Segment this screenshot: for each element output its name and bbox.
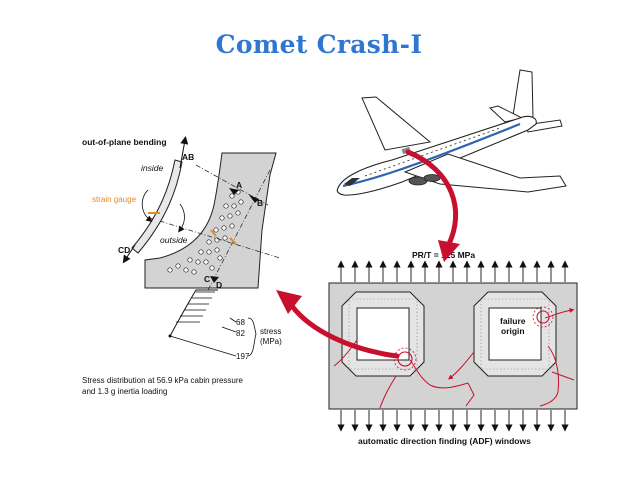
stress-unit-line2: (MPa): [260, 337, 282, 346]
stress-value-68: 68: [236, 318, 245, 327]
failure-origin-line2: origin: [501, 326, 525, 336]
point-b: B: [257, 198, 263, 208]
callout-arrow-panel-to-detail: [289, 303, 400, 359]
stress-distribution-plot: [169, 289, 218, 337]
stress-value-197: 197: [236, 352, 250, 361]
stress-value-82: 82: [236, 329, 245, 338]
tension-arrows-top: [337, 260, 569, 282]
label-strain-gauge: strain gauge: [92, 195, 137, 204]
section-strip: [131, 159, 183, 254]
rivet-holes: [167, 189, 244, 275]
comet-airliner-illustration: [336, 69, 567, 196]
fracture-paths: [333, 307, 575, 409]
label-inside: inside: [141, 163, 163, 173]
skin-plate: [144, 152, 277, 289]
callout-arrowhead-down: [438, 240, 460, 262]
tension-arrows-bottom: [337, 410, 569, 432]
stress-detail-panel: out-of-plane bending AB inside strain ga…: [82, 136, 282, 396]
caption-line1: Stress distribution at 56.9 kPa cabin pr…: [82, 376, 244, 385]
label-cd: CD: [118, 245, 130, 255]
failure-origin-line1: failure: [500, 316, 526, 326]
callout-arrow-plane-to-panel: [405, 149, 459, 249]
point-a: A: [236, 180, 242, 190]
point-c: C: [204, 274, 210, 284]
label-outside: outside: [160, 235, 188, 245]
slide-title: Comet Crash-I: [215, 30, 423, 59]
callout-arrowhead-left: [276, 290, 302, 314]
label-ab: AB: [182, 152, 194, 162]
caption-line2: and 1.3 g inertia loading: [82, 387, 167, 396]
bending-title: out-of-plane bending: [82, 137, 167, 147]
stress-unit-line1: stress: [260, 327, 281, 336]
point-d: D: [216, 280, 222, 290]
adf-window-right: [488, 307, 542, 361]
adf-caption: automatic direction finding (ADF) window…: [358, 436, 531, 446]
